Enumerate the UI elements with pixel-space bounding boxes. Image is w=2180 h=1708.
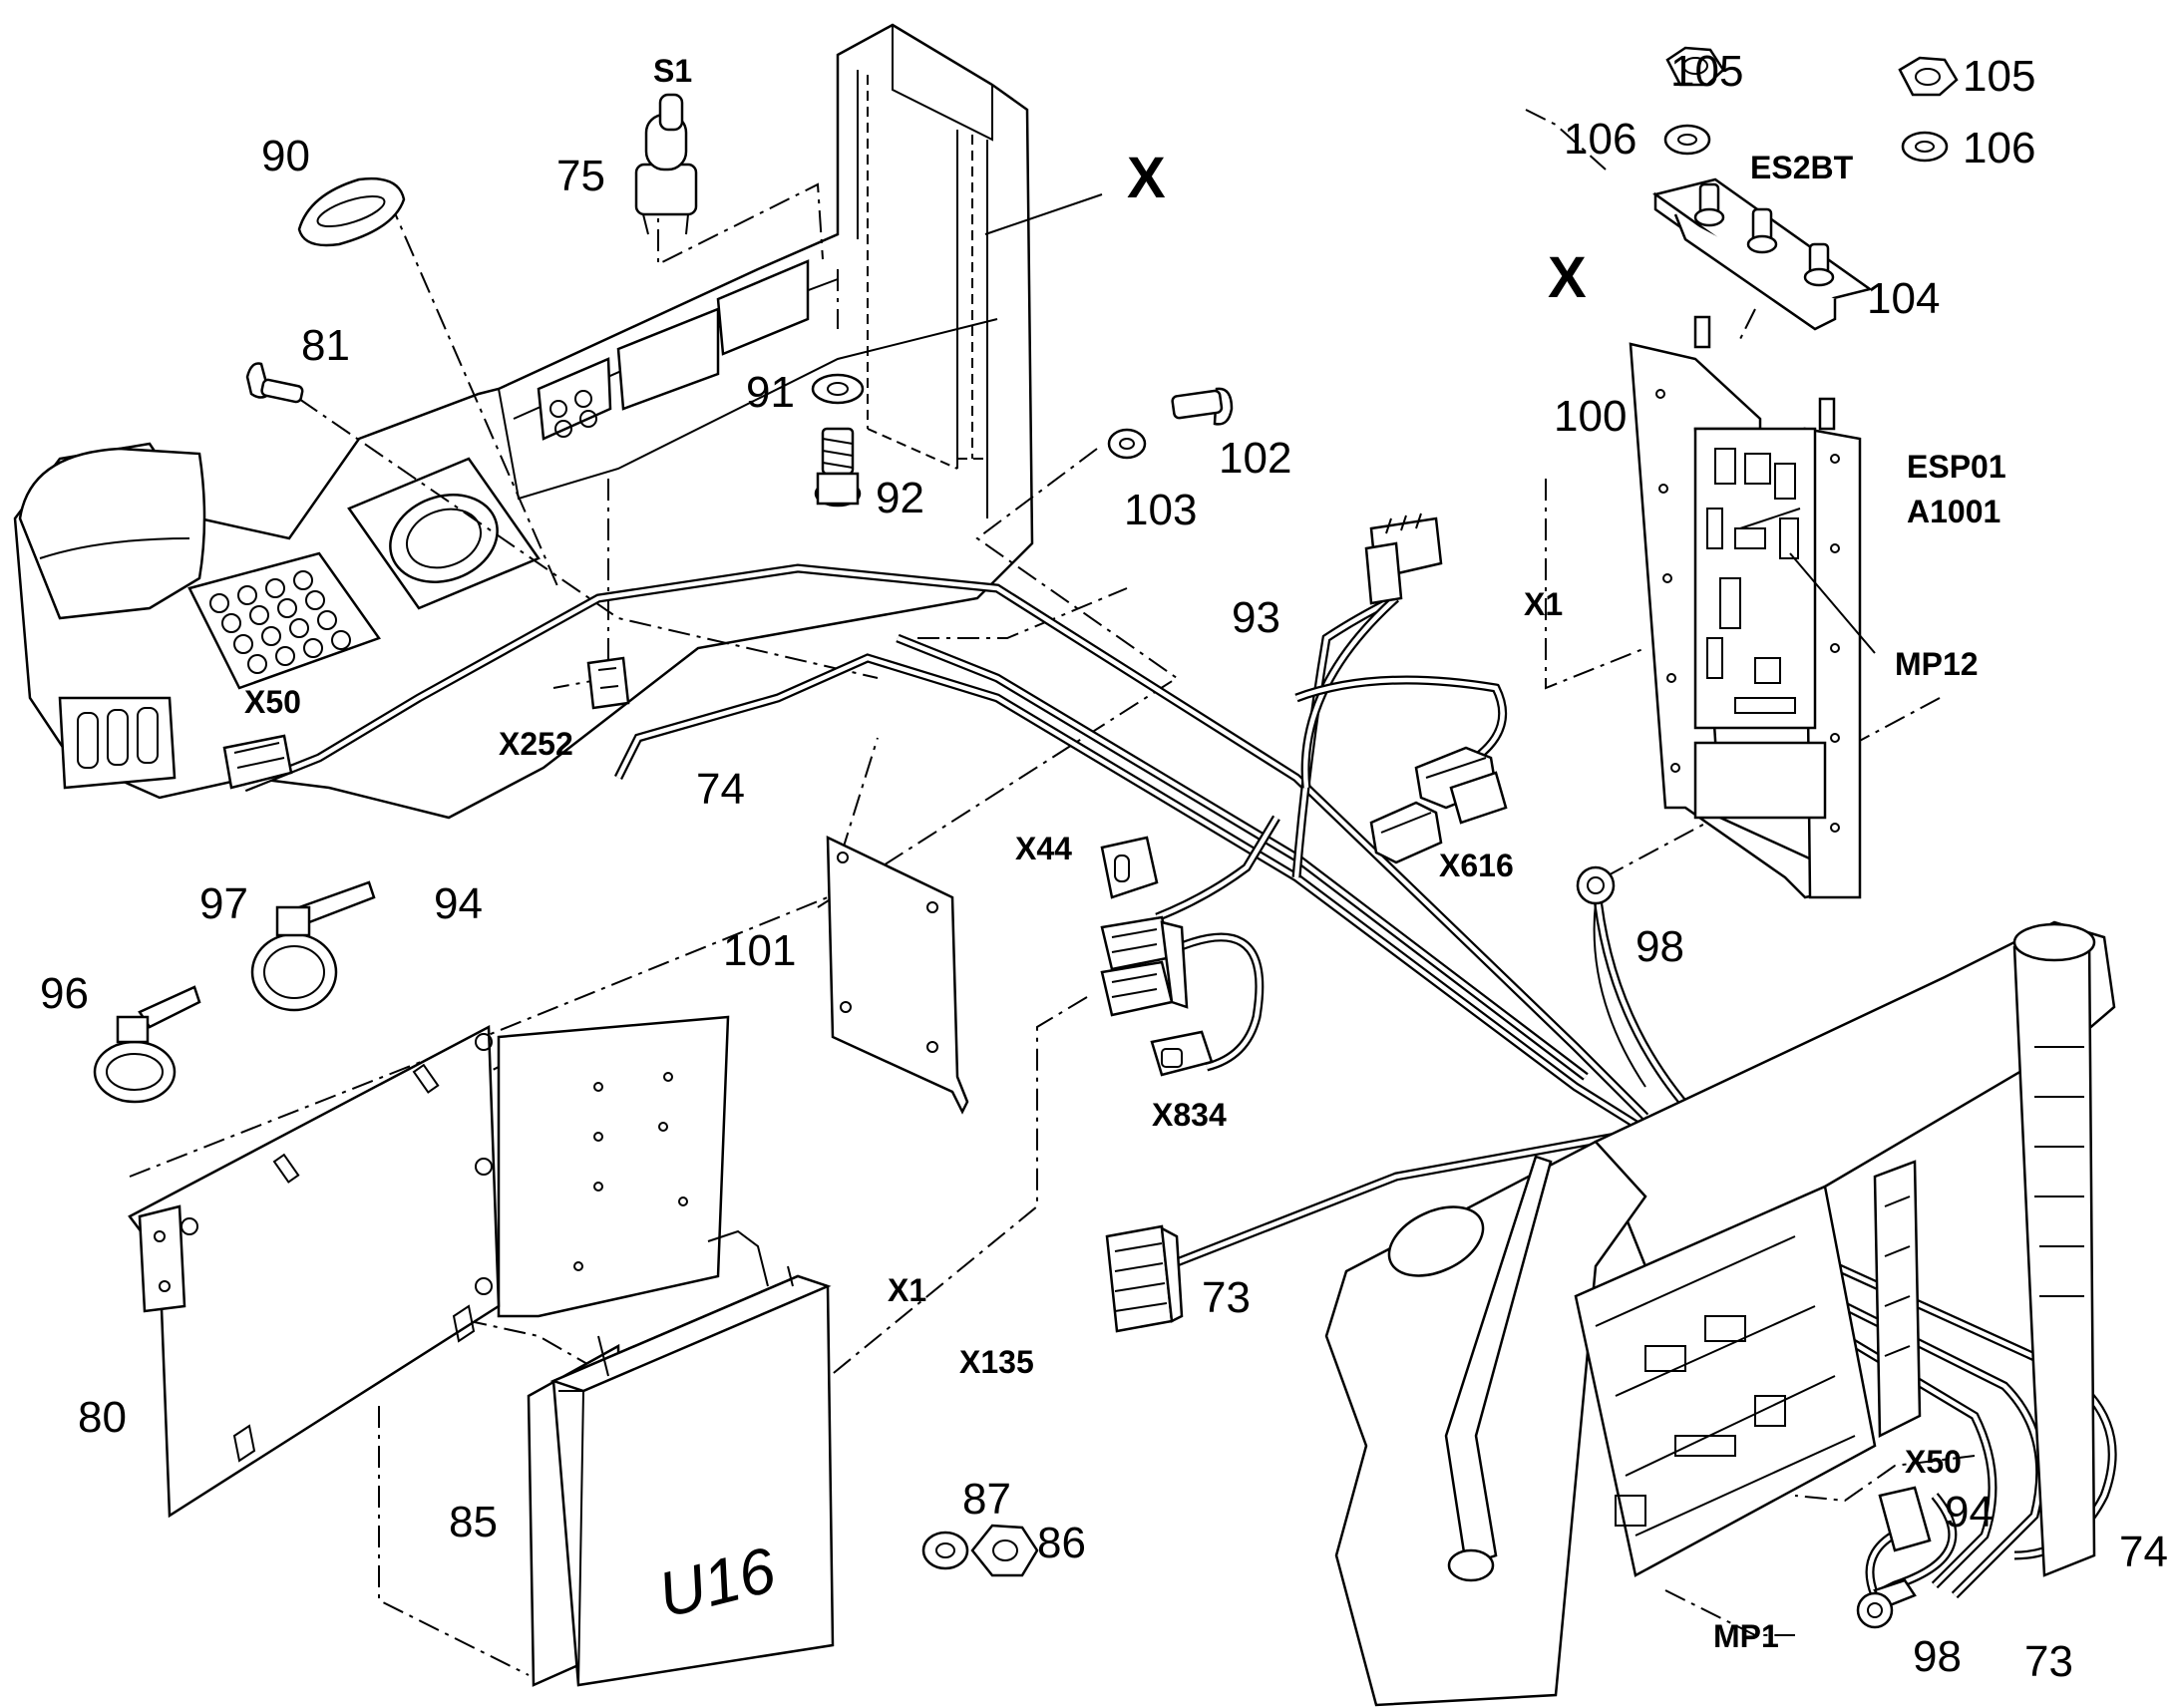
connector-x1-bottom: X1 [888,1272,927,1308]
part-85: 85 [449,1498,498,1546]
washer-103 [1107,428,1147,460]
connector-x50-console: X50 [244,684,301,720]
connector-x252: X252 [499,726,573,762]
washer-87 [921,1531,969,1570]
part-106-left: 106 [1564,115,1637,164]
cable-tie-96 [93,985,201,1104]
connector-x834 [1150,1030,1214,1077]
view-marker-x: X [1127,146,1166,210]
console-housing [13,23,1034,820]
mounting-plate-80 [128,1015,730,1519]
part-100: 100 [1554,392,1628,441]
connector-x50-unit: X50 [1905,1444,1962,1480]
part-80: 80 [78,1393,127,1442]
view-marker-x-right: X [1548,245,1587,310]
connector-mp12: MP12 [1895,646,1979,682]
ring-terminal-98-bottom [1856,1578,1917,1629]
part-74-unit: 74 [2119,1528,2168,1576]
connector-x616: X616 [1439,848,1514,883]
connector-x1-top: X1 [1524,586,1564,622]
cable-harness [242,563,2117,1602]
part-93: 93 [1232,593,1280,642]
ring-terminal-98-top [1576,865,1616,905]
nut-86 [970,1524,1039,1577]
connector-x50-unit [1878,1486,1932,1552]
right-console-assembly [1324,920,2116,1707]
part-96: 96 [40,969,89,1018]
connector-s1: S1 [653,53,693,89]
connector-x44 [1100,836,1159,899]
connector-x616 [1369,746,1508,864]
part-94-unit: 94 [1945,1488,1994,1537]
connector-mp1: MP1 [1713,1618,1779,1654]
control-unit-u16 [527,1229,835,1687]
part-75: 75 [556,152,605,200]
cable-tie-97 [250,880,376,1012]
part-86: 86 [1037,1519,1086,1567]
part-101: 101 [723,926,797,975]
part-102: 102 [1219,434,1292,483]
bracket-101 [826,835,969,1115]
key-switch [634,93,698,235]
nuts-105 [1665,46,1959,97]
part-94-console: 94 [434,879,483,928]
connector-x135: X135 [959,1344,1034,1380]
connector-x252 [586,656,630,710]
connector-es2bt: ES2BT [1750,150,1854,185]
screw-102 [1171,387,1234,426]
bolt-92 [814,427,862,508]
washers-106 [1663,124,1949,163]
part-92: 92 [876,474,924,522]
part-104: 104 [1867,274,1941,323]
part-97: 97 [199,879,248,928]
washer-91 [811,373,865,405]
part-105-right: 105 [1963,52,2036,101]
part-73-unit: 73 [2024,1637,2073,1686]
part-106-right: 106 [1963,124,2036,172]
connector-esp01: ESP01 [1907,449,2006,485]
gasket-90 [297,176,406,247]
connector-x1-block [1100,915,1189,1017]
connector-x44: X44 [1015,831,1072,866]
connector-x1-top [1364,512,1443,605]
part-87: 87 [962,1475,1011,1524]
part-74-console: 74 [696,765,745,814]
connector-x50-console [222,734,293,790]
part-91: 91 [746,368,795,417]
part-98-top: 98 [1635,922,1684,971]
switch-panel [1652,177,1873,331]
part-105-left: 105 [1670,47,1744,96]
connector-a1001: A1001 [1907,494,2001,529]
part-103: 103 [1124,486,1198,534]
part-73-center: 73 [1202,1273,1251,1322]
electronics-frame [1629,315,1862,899]
screw-81 [245,362,304,404]
part-81: 81 [301,321,350,370]
part-98-unit: 98 [1913,1632,1962,1681]
connector-x834: X834 [1152,1097,1227,1133]
connector-x135 [1105,1224,1184,1333]
part-90: 90 [261,132,310,180]
